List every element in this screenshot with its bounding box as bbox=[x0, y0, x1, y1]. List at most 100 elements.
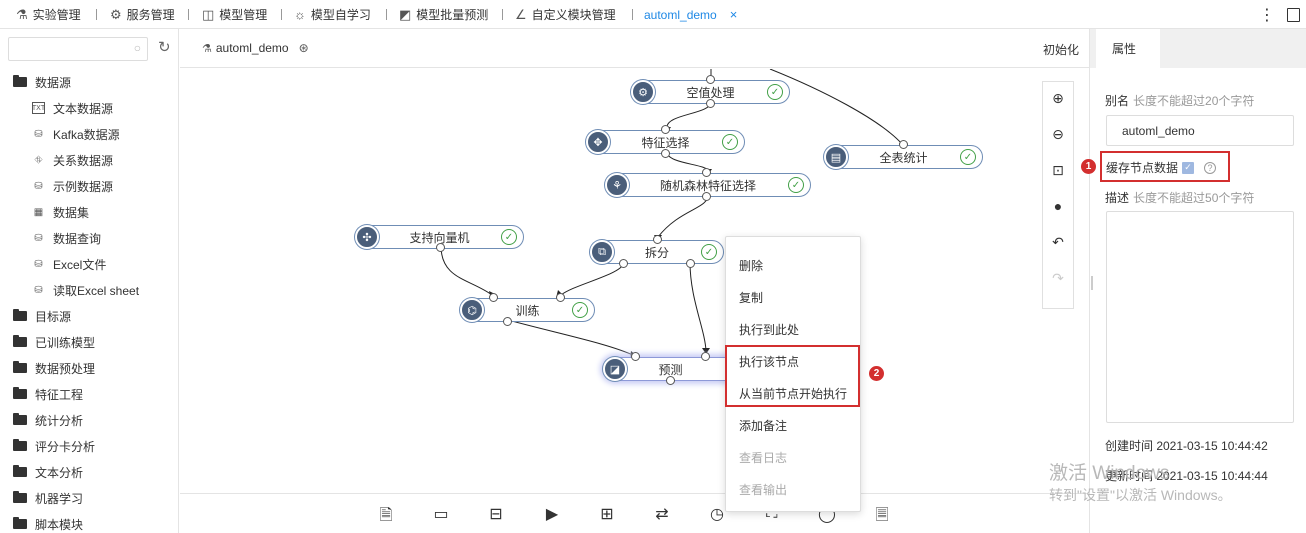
menu-item-delete[interactable]: 删除 bbox=[739, 258, 764, 273]
node-input-port[interactable] bbox=[653, 235, 662, 244]
cache-checkbox[interactable]: ✓ bbox=[1182, 161, 1195, 174]
workflow-node[interactable]: ▤ 全表统计 ✓ bbox=[824, 145, 983, 169]
node-output-port[interactable] bbox=[666, 376, 675, 385]
fullscreen-icon[interactable]: ⛶ bbox=[766, 504, 778, 521]
export-icon[interactable]: ⊞ bbox=[600, 506, 614, 523]
tree-item[interactable]: ⛁Kafka数据源 bbox=[0, 121, 119, 147]
menu-item-copy[interactable]: 复制 bbox=[739, 290, 764, 305]
tab-divider bbox=[386, 9, 387, 20]
initialize-button[interactable]: 初始化 bbox=[1042, 43, 1079, 57]
tab-label: 实验管理 bbox=[32, 8, 81, 22]
tab-experiment-mgmt[interactable]: ⚗ 实验管理 bbox=[16, 0, 81, 29]
menu-item-run-node[interactable]: 执行该节点 bbox=[739, 354, 800, 369]
tab-label: 属性 bbox=[1112, 42, 1137, 56]
node-output-port[interactable] bbox=[706, 99, 715, 108]
search-icon[interactable]: ○ bbox=[133, 41, 141, 55]
tab-label: 模型管理 bbox=[219, 8, 268, 22]
tree-item[interactable]: ⛁读取Excel sheet bbox=[0, 277, 139, 303]
tree-folder[interactable]: 已训练模型 bbox=[0, 329, 95, 355]
node-output-port[interactable] bbox=[702, 192, 711, 201]
tree-folder[interactable]: 文本分析 bbox=[0, 459, 83, 485]
zoom-out-icon[interactable]: ⊖ bbox=[1052, 126, 1064, 142]
canvas-bottom-toolbar: 🗎 ▭ ⊟ ▶ ⊞ ⇄ ◷ ⛶ ◯ 🗏 bbox=[180, 493, 1089, 533]
tree-folder[interactable]: 特征工程 bbox=[0, 381, 83, 407]
tree-item[interactable]: ⛁Excel文件 bbox=[0, 251, 106, 277]
sample-icon: ⛁ bbox=[34, 180, 43, 192]
menu-item-run-to-here[interactable]: 执行到此处 bbox=[739, 322, 800, 337]
node-output-port[interactable] bbox=[661, 149, 670, 158]
redo-icon: ↷ bbox=[1052, 270, 1064, 286]
description-field[interactable] bbox=[1106, 211, 1294, 423]
schedule-icon[interactable]: ◷ bbox=[710, 506, 724, 523]
tree-item-label: Excel文件 bbox=[53, 257, 107, 272]
tree-folder[interactable]: 脚本模块 bbox=[0, 511, 83, 533]
node-output-port[interactable] bbox=[503, 317, 512, 326]
tab-batch-predict[interactable]: ◩ 模型批量预测 bbox=[399, 0, 488, 29]
node-output-port[interactable] bbox=[619, 259, 628, 268]
alias-field[interactable]: automl_demo bbox=[1106, 115, 1294, 146]
maximize-icon[interactable] bbox=[1287, 7, 1300, 22]
close-icon[interactable]: × bbox=[729, 7, 738, 22]
tab-automl-demo[interactable]: automl_demo × bbox=[644, 0, 737, 29]
settings-icon[interactable]: ⊛ bbox=[298, 41, 309, 55]
tree-item-label: 示例数据源 bbox=[53, 179, 114, 194]
save-icon[interactable]: ▭ bbox=[433, 506, 449, 523]
tree-folder[interactable]: 数据源 bbox=[0, 69, 71, 95]
text-source-icon: TXT bbox=[32, 102, 45, 114]
tree-item[interactable]: ▦数据集 bbox=[0, 199, 89, 225]
tree-item[interactable]: ⛗关系数据源 bbox=[0, 147, 114, 173]
folder-icon bbox=[13, 75, 27, 87]
node-input-port[interactable] bbox=[556, 293, 565, 302]
zoom-in-icon[interactable]: ⊕ bbox=[1052, 90, 1064, 106]
alias-label: 别名长度不能超过20个字符 bbox=[1105, 94, 1255, 108]
panel-resize-handle[interactable] bbox=[1091, 276, 1093, 290]
node-input-port[interactable] bbox=[661, 125, 670, 134]
more-vertical-icon[interactable]: ⋮ bbox=[1259, 6, 1275, 24]
swap-icon[interactable]: ⇄ bbox=[655, 506, 669, 523]
menu-item-view-log: 查看日志 bbox=[739, 450, 788, 465]
new-doc-icon[interactable]: 🗎 bbox=[379, 507, 393, 524]
refresh-icon[interactable]: ↻ bbox=[158, 39, 171, 56]
menu-item-run-from-node[interactable]: 从当前节点开始执行 bbox=[739, 386, 848, 401]
tree-item[interactable]: ⛁数据查询 bbox=[0, 225, 101, 251]
node-input-port[interactable] bbox=[706, 75, 715, 84]
tab-model-selflearn[interactable]: ☼ 模型自学习 bbox=[294, 0, 371, 29]
tree-folder[interactable]: 统计分析 bbox=[0, 407, 83, 433]
node-output-port[interactable] bbox=[686, 259, 695, 268]
tab-properties[interactable]: 属性 bbox=[1096, 29, 1160, 68]
document-icon[interactable]: 🗏 bbox=[875, 507, 889, 524]
node-input-port[interactable] bbox=[489, 293, 498, 302]
watermark-line2: 转到"设置"以激活 Windows。 bbox=[1049, 487, 1232, 503]
run-icon[interactable]: ▶ bbox=[545, 506, 559, 523]
tree-folder[interactable]: 机器学习 bbox=[0, 485, 83, 511]
node-input-port[interactable] bbox=[899, 140, 908, 149]
tree-item-label: 机器学习 bbox=[35, 491, 84, 506]
help-icon[interactable]: ? bbox=[1204, 161, 1217, 174]
node-input-port[interactable] bbox=[631, 352, 640, 361]
tab-label: 模型自学习 bbox=[310, 8, 371, 22]
tab-divider bbox=[281, 9, 282, 20]
fit-view-icon[interactable]: ⊡ bbox=[1052, 162, 1064, 178]
tree-folder[interactable]: 目标源 bbox=[0, 303, 71, 329]
undo-icon[interactable]: ↶ bbox=[1052, 234, 1064, 250]
tree-folder[interactable]: 数据预处理 bbox=[0, 355, 95, 381]
node-context-menu: 删除 复制 执行到此处 执行该节点 从当前节点开始执行 添加备注 查看日志 查看… bbox=[725, 236, 861, 512]
save-as-icon[interactable]: ⊟ bbox=[489, 506, 503, 523]
tab-custom-module[interactable]: ∠ 自定义模块管理 bbox=[515, 0, 616, 29]
workflow-node[interactable]: ⌬ 训练 ✓ bbox=[460, 298, 595, 322]
predict-icon: ◪ bbox=[603, 357, 627, 381]
tab-service-mgmt[interactable]: ⚙ 服务管理 bbox=[110, 0, 175, 29]
node-output-port[interactable] bbox=[436, 243, 445, 252]
workflow-canvas[interactable]: ⚙ 空值处理 ✓ ✥ 特征选择 ✓ ▤ 全表统计 ✓ ⚘ 随机森林特征选择 ✓ … bbox=[180, 69, 1089, 493]
search-input[interactable]: ○ bbox=[8, 37, 148, 61]
tree-folder[interactable]: 评分卡分析 bbox=[0, 433, 95, 459]
locate-icon[interactable]: ● bbox=[1053, 198, 1063, 214]
folder-icon bbox=[13, 465, 27, 477]
cache-label: 缓存节点数据 bbox=[1106, 161, 1179, 175]
node-input-port[interactable] bbox=[701, 352, 710, 361]
menu-item-add-note[interactable]: 添加备注 bbox=[739, 418, 788, 433]
tree-item[interactable]: ⛁ 示例数据源 bbox=[0, 173, 113, 199]
tab-model-mgmt[interactable]: ◫ 模型管理 bbox=[202, 0, 267, 29]
node-input-port[interactable] bbox=[702, 168, 711, 177]
